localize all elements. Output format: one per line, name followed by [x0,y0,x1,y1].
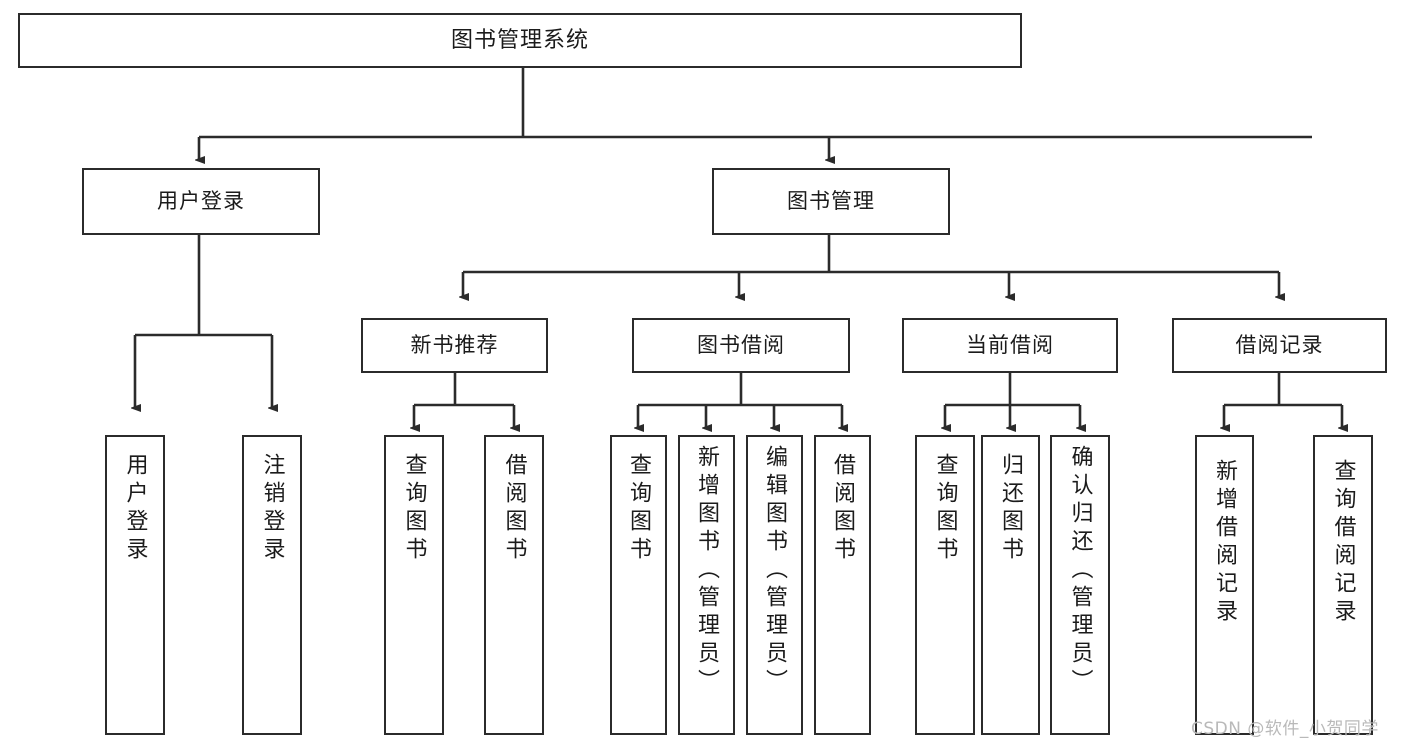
node-leaf-add-record[interactable]: 新增借阅记录 [1195,435,1254,735]
csdn-watermark: CSDN @软件_小贺同学 [1191,719,1379,739]
node-leaf-borrow-book-1[interactable]: 借阅图书 [484,435,544,735]
node-label: 借阅图书 [830,453,856,565]
node-label: 图书借阅 [697,333,785,358]
node-label: 用户登录 [122,453,148,565]
node-borrow-record[interactable]: 借阅记录 [1172,318,1387,373]
node-label: 查询图书 [401,453,427,565]
node-root[interactable]: 图书管理系统 [18,13,1022,68]
node-leaf-add-book[interactable]: 新增图书（管理员） [678,435,735,735]
node-leaf-return-book[interactable]: 归还图书 [981,435,1040,735]
node-leaf-query-record[interactable]: 查询借阅记录 [1313,435,1373,735]
node-label: 当前借阅 [966,333,1054,358]
node-label: 借阅图书 [501,453,527,565]
node-label: 编辑图书（管理员） [762,445,788,697]
node-book-borrow[interactable]: 图书借阅 [632,318,850,373]
node-leaf-user-login[interactable]: 用户登录 [105,435,165,735]
node-leaf-query-book-1[interactable]: 查询图书 [384,435,444,735]
node-label: 注销登录 [259,453,285,565]
node-label: 查询图书 [932,453,958,565]
node-leaf-query-book-2[interactable]: 查询图书 [610,435,667,735]
node-label: 图书管理系统 [450,27,589,53]
node-leaf-borrow-book-2[interactable]: 借阅图书 [814,435,871,735]
node-label: 新书推荐 [410,333,499,358]
node-label: 归还图书 [998,453,1024,565]
node-leaf-edit-book[interactable]: 编辑图书（管理员） [746,435,803,735]
node-user-login[interactable]: 用户登录 [82,168,320,235]
node-label: 查询借阅记录 [1330,459,1356,627]
node-book-manage[interactable]: 图书管理 [712,168,950,235]
node-label: 查询图书 [626,453,652,565]
node-label: 确认归还（管理员） [1067,445,1093,697]
node-new-book-recommend[interactable]: 新书推荐 [361,318,548,373]
node-label: 图书管理 [787,189,875,214]
node-label: 用户登录 [157,189,245,214]
node-leaf-query-book-3[interactable]: 查询图书 [915,435,975,735]
node-label: 借阅记录 [1235,333,1324,358]
node-label: 新增借阅记录 [1212,459,1238,627]
node-leaf-confirm-return[interactable]: 确认归还（管理员） [1050,435,1110,735]
node-label: 新增图书（管理员） [694,445,720,697]
node-leaf-user-logout[interactable]: 注销登录 [242,435,302,735]
node-current-borrow[interactable]: 当前借阅 [902,318,1118,373]
